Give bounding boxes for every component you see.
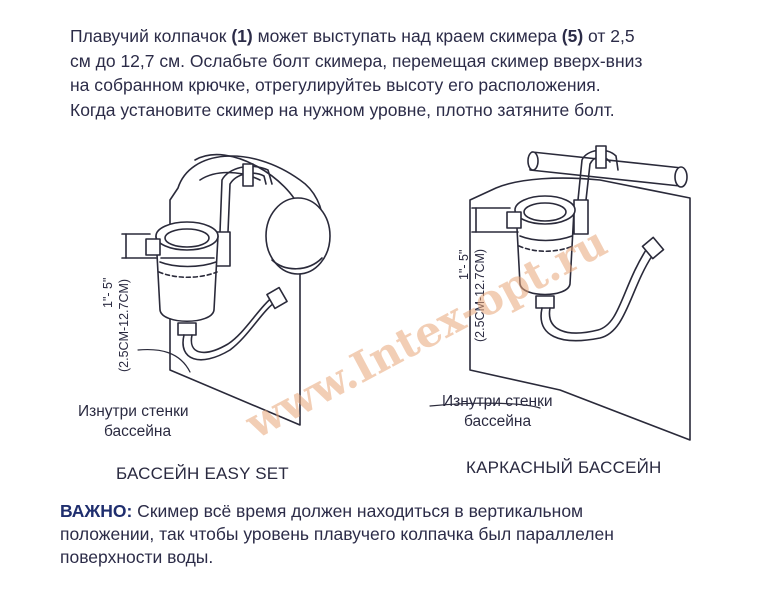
- intro-text: на собранном крючке, отрегулируйтеь высо…: [70, 75, 601, 95]
- skimmer-diagram: 1"- 5" (2.5CM-12.7CM) 1"- 5" (2.5CM-12.7…: [78, 145, 691, 449]
- note-text: Скимер всё время должен находиться в вер…: [132, 501, 584, 521]
- right-wall-label-line2: бассейна: [464, 413, 531, 430]
- note-label: ВАЖНО:: [60, 501, 133, 521]
- left-dim-cm: (2.5CM-12.7CM): [117, 279, 131, 372]
- right-caption: КАРКАСНЫЙ БАССЕЙН: [466, 458, 662, 477]
- note-text: поверхности воды.: [60, 547, 214, 567]
- note-text: положении, так чтобы уровень плавучего к…: [60, 524, 614, 544]
- intro-text: Когда установите скимер на нужном уровне…: [70, 99, 615, 120]
- left-wall-label-line1: Изнутри стенки: [78, 403, 189, 420]
- important-note: ВАЖНО: Скимер всё время должен находитьс…: [60, 500, 750, 569]
- intro-text: Плавучий колпачок: [70, 26, 232, 46]
- left-hanger-bracket: [215, 163, 273, 267]
- intro-text: от 2,5: [583, 26, 635, 46]
- right-top-rail: [527, 151, 688, 188]
- right-dim-cm: (2.5CM-12.7CM): [473, 249, 487, 342]
- left-hose: [182, 286, 288, 361]
- right-wall-leader: [429, 402, 541, 409]
- intro-paragraph: Плавучий колпачок (1) может выступать на…: [70, 24, 750, 122]
- intro-text: см до 12,7 см. Ослабьте болт скимера, пе…: [70, 50, 643, 71]
- right-hose: [540, 236, 665, 342]
- left-wall-leader: [137, 348, 191, 373]
- left-skimmer-body: [145, 221, 219, 336]
- callout-number: (1): [231, 26, 253, 46]
- right-wall-label-line1: Изнутри стенки: [442, 393, 553, 410]
- intro-text: может выступать над краем скимера: [252, 26, 562, 46]
- right-dim-inch: 1"- 5": [457, 250, 471, 280]
- left-dimension-marker: [121, 233, 157, 259]
- right-skimmer-body: [506, 195, 576, 309]
- callout-number: (5): [561, 26, 584, 46]
- left-dim-inch: 1"- 5": [101, 278, 115, 308]
- left-caption: БАССЕЙН EASY SET: [116, 464, 289, 483]
- right-dimension-marker: [471, 207, 519, 233]
- left-wall-label-line2: бассейна: [104, 423, 171, 440]
